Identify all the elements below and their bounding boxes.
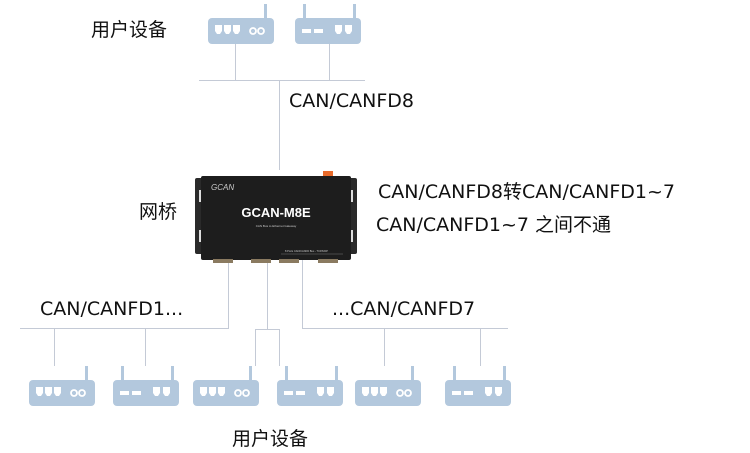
connector-line	[228, 260, 229, 328]
left-bus-line	[20, 328, 229, 329]
connector-line	[267, 260, 268, 329]
connector-line	[480, 328, 481, 366]
router-b-icon	[277, 366, 343, 406]
note-line-1: CAN/CANFD8转CAN/CANFD1~7	[378, 181, 676, 203]
user-devices-label-top: 用户设备	[91, 19, 168, 41]
gateway-subtitle: CAN Bus to Ethernet Gateway	[256, 224, 297, 228]
connector-line	[329, 44, 330, 80]
bus-left-label: CAN/CANFD1...	[40, 298, 184, 320]
router-a-icon	[355, 366, 421, 406]
router-b-icon	[113, 366, 179, 406]
user-devices-label-bottom: 用户设备	[232, 428, 309, 450]
router-b-icon	[445, 366, 511, 406]
connector-line	[384, 328, 385, 366]
connector-line	[255, 329, 256, 366]
note-line-2: CAN/CANFD1~7 之间不通	[376, 214, 612, 236]
connector-line	[235, 44, 236, 80]
right-bus-line	[302, 328, 508, 329]
connector-line	[302, 260, 303, 328]
gateway-port-caption: 8 Ports CAN/CANFD Bus - TCP/UDP	[285, 249, 328, 253]
center-bus-line	[255, 329, 280, 330]
connector-line	[145, 328, 146, 366]
router-a-icon	[193, 366, 259, 406]
gateway-model: GCAN-M8E	[241, 205, 311, 220]
bus-top-label: CAN/CANFD8	[289, 90, 415, 112]
gateway-device: GCAN GCAN-M8E CAN Bus to Ethernet Gatewa…	[195, 171, 357, 263]
brand-logo: GCAN	[211, 183, 234, 192]
top-bus-line	[199, 80, 365, 81]
bridge-label: 网桥	[139, 201, 178, 223]
router-a-icon	[208, 4, 274, 44]
connector-line	[279, 329, 280, 366]
router-a-icon	[29, 366, 95, 406]
bus-right-label: ...CAN/CANFD7	[332, 298, 476, 320]
connector-line	[279, 80, 280, 170]
router-b-icon	[295, 4, 361, 44]
connector-line	[54, 328, 55, 366]
